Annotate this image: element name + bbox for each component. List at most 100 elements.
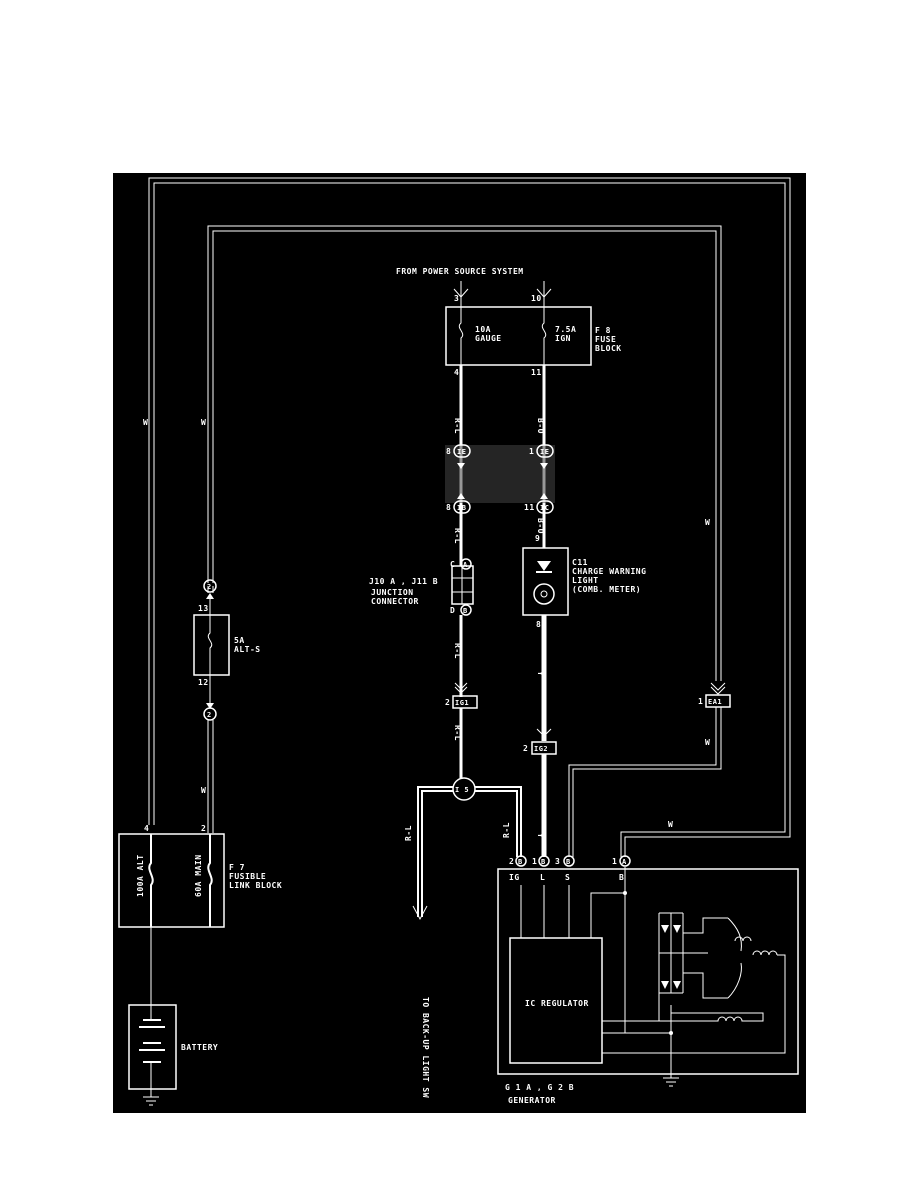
- fuse-10a-amp: 10A: [475, 325, 491, 334]
- fuse-10a-name: GAUGE: [475, 334, 502, 343]
- terminal-f7-4: 4: [144, 824, 149, 833]
- connector-ie-right-label: IE: [540, 448, 549, 456]
- gen-terminal-l-b: B: [541, 858, 546, 866]
- connector-ib: [453, 500, 471, 514]
- stator-windings: [727, 917, 742, 999]
- diode-icon: [537, 561, 551, 571]
- field-coil-icon: [602, 1012, 764, 1022]
- wire-label-w-right: W: [705, 518, 710, 527]
- fusible-100a-label: 100A ALT: [136, 854, 145, 897]
- wire-label-w-inner: W: [201, 418, 206, 427]
- generator-id: G 1 A , G 2 B: [505, 1083, 574, 1092]
- terminal-12: 12: [198, 678, 209, 687]
- wire-label-w-alts: W: [201, 786, 206, 795]
- regulator-leads: [520, 885, 570, 938]
- arrow-ea1: [710, 682, 726, 695]
- fusible-label-1: FUSIBLE: [229, 872, 266, 881]
- junction-i5: [452, 777, 476, 801]
- connector-2-upper: [203, 579, 217, 593]
- charge-label-3: (COMB. METER): [572, 585, 641, 594]
- feed-arrow-right: [536, 281, 552, 307]
- junction-id: J10 A , J11 B: [369, 577, 438, 586]
- stator-coil-icon: [734, 936, 778, 956]
- terminal-f7-2: 2: [201, 824, 206, 833]
- generator-label: GENERATOR: [508, 1096, 556, 1105]
- wire-label-rl-1: R-L: [453, 418, 462, 434]
- connector-a-label: A: [463, 561, 468, 569]
- connector-2-upper-label: 2: [207, 583, 212, 591]
- connector-ie-left-label: IE: [457, 448, 466, 456]
- fuse-alt-s-amp: 5A: [234, 636, 245, 645]
- connector-ie-right: [536, 444, 554, 458]
- battery-icon: [139, 1019, 165, 1063]
- wiring-svg: W W W W W FROM POWER SOURCE SYSTEM 3 10 …: [118, 177, 799, 1106]
- connector-ea1-label: EA1: [708, 698, 722, 706]
- junction-connector-grid: [452, 566, 473, 604]
- arrow-ie-right: [540, 463, 548, 469]
- terminal-1-ie: 1: [529, 447, 534, 456]
- charge-warning-light: [522, 547, 569, 616]
- fuse-alt-s-name: ALT-S: [234, 645, 261, 654]
- gen-terminal-b-a: A: [622, 858, 627, 866]
- wire-rl-ig: [475, 786, 522, 857]
- fusible-id: F 7: [229, 863, 245, 872]
- fusible-link-block: [118, 833, 225, 928]
- wire-label-y-2: Y: [536, 833, 545, 838]
- terminal-10: 10: [531, 294, 542, 303]
- gen-label-b: B: [619, 873, 624, 882]
- charge-id: C11: [572, 558, 588, 567]
- connector-ig1-label: IG1: [455, 699, 469, 707]
- connector-ib-label: IB: [457, 504, 466, 512]
- wire-label-bo-1: B-O: [536, 418, 545, 434]
- fusible-label-2: LINK BLOCK: [229, 881, 282, 890]
- gen-terminal-s-b: B: [566, 858, 571, 866]
- gen-pin-1: 1: [532, 857, 537, 866]
- terminal-13: 13: [198, 604, 209, 613]
- generator-box: [497, 868, 799, 1075]
- ground-icon-generator: [663, 1033, 679, 1087]
- terminal-3: 3: [454, 294, 459, 303]
- fusible-100a-symbol: [148, 834, 154, 927]
- wire-label-rl-4: R-L: [453, 725, 462, 741]
- battery-box: [128, 1004, 177, 1090]
- terminal-8-c11: 8: [536, 620, 541, 629]
- junction-label-2: CONNECTOR: [371, 597, 419, 606]
- gen-pin-3: 3: [555, 857, 560, 866]
- wire-w-ea1: [568, 707, 722, 857]
- junction-block-area: [445, 445, 555, 503]
- ic-regulator: [509, 937, 603, 1064]
- fuse-alt-s: [193, 614, 230, 676]
- fuse-block-label-2: BLOCK: [595, 344, 622, 353]
- wire-label-rl-3: R-L: [453, 643, 462, 659]
- connector-ig1: [452, 695, 478, 709]
- bulb-icon: [533, 583, 555, 605]
- fuse-7-5a-symbol: [541, 307, 547, 365]
- fuse-10a-symbol: [458, 307, 464, 365]
- connector-ic-label: IC: [540, 504, 549, 512]
- wire-w-inner: [207, 225, 722, 681]
- wire-label-rl-6: R-L: [502, 822, 511, 838]
- arrow-ie-left: [457, 463, 465, 469]
- junction-label-1: JUNCTION: [371, 588, 414, 597]
- gen-terminal-b-circle: [619, 855, 631, 867]
- terminal-c: C: [450, 560, 455, 569]
- fuse-block-id: F 8: [595, 326, 611, 335]
- gen-terminal-s-circle: [563, 855, 575, 867]
- gen-pin-2: 2: [509, 857, 514, 866]
- gen-label-l: L: [540, 873, 545, 882]
- arrow-ig2: [536, 728, 552, 737]
- wire-rl-backup: [417, 786, 453, 917]
- connector-b-circle: [460, 604, 472, 616]
- arrow-ic: [540, 493, 548, 499]
- gen-terminal-ig-b: B: [518, 858, 523, 866]
- ground-icon-battery: [143, 1089, 159, 1106]
- gen-label-ig: IG: [509, 873, 520, 882]
- terminal-d: D: [450, 606, 455, 615]
- terminal-4: 4: [454, 368, 459, 377]
- wire-label-rl-2: R-L: [453, 528, 462, 544]
- fusible-60a-label: 60A MAIN: [194, 854, 203, 897]
- arrow-backup: [412, 905, 428, 921]
- from-power-label: FROM POWER SOURCE SYSTEM: [396, 267, 524, 276]
- arrow-ig1: [454, 682, 468, 694]
- wire-label-w-left: W: [143, 418, 148, 427]
